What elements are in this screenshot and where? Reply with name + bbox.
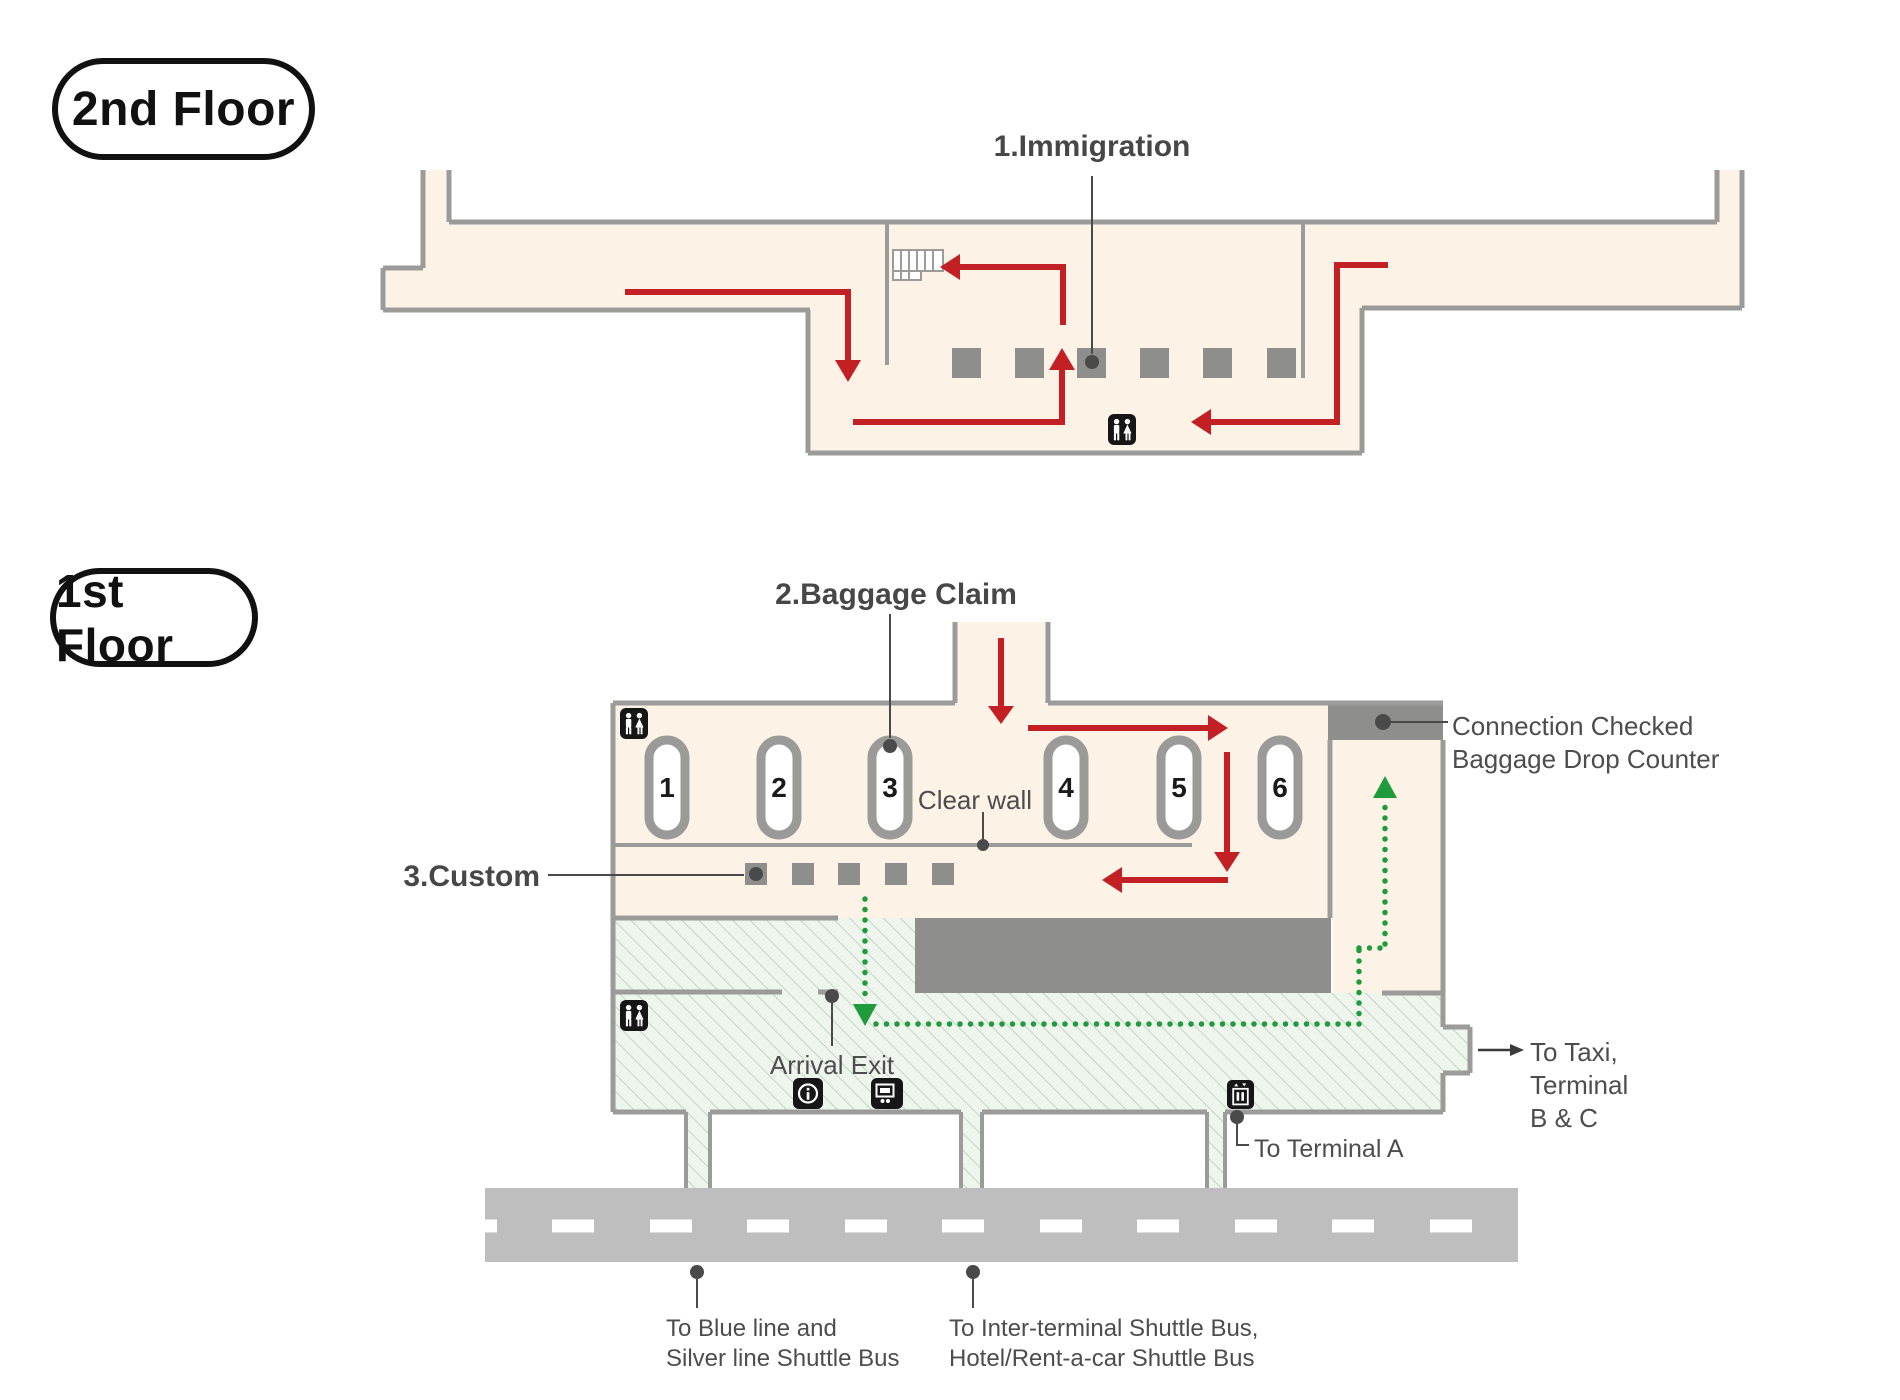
exit-bridges [684, 1112, 1227, 1188]
customs-booths [745, 863, 954, 885]
carousel-number-2: 2 [771, 772, 787, 803]
road [485, 1188, 1518, 1262]
immigration-hall-walls [885, 224, 1305, 378]
carousel-number-6: 6 [1272, 772, 1288, 803]
bus-blue-silver-line2: Silver line Shuttle Bus [666, 1345, 900, 1372]
taxi-arrow [1478, 1044, 1524, 1056]
taxi-line3: B & C [1530, 1103, 1598, 1133]
elevator-icon [1227, 1080, 1254, 1109]
first-floor-pill: 1st Floor [50, 565, 258, 671]
taxi-line1: To Taxi, [1530, 1037, 1618, 1067]
restroom-icon [620, 1000, 648, 1031]
arrow-heads-1f [988, 706, 1240, 893]
baggage-claim-label: 2.Baggage Claim [775, 578, 1017, 611]
connection-route-green [862, 795, 1388, 1027]
first-floor-walls [610, 622, 1473, 1115]
terminal-a-label: To Terminal A [1254, 1135, 1404, 1163]
second-floor-walls [380, 170, 1745, 456]
carousel-number-5: 5 [1171, 772, 1187, 803]
second-floor-plan [380, 170, 1745, 456]
restroom-icon [1108, 414, 1136, 445]
carousel-number-1: 1 [659, 772, 675, 803]
ticket-machine-icon [871, 1078, 903, 1109]
bus-blue-silver-line1: To Blue line and [666, 1315, 837, 1342]
road-lane-dashes [485, 1219, 1472, 1233]
restroom-icon [620, 708, 648, 739]
arrow-heads-2f [835, 254, 1211, 435]
second-floor-area [383, 170, 1742, 453]
bus-blue-silver-label: To Blue line and Silver line Shuttle Bus [666, 1314, 899, 1374]
baggage-handling-block [915, 918, 1331, 993]
green-arrow-heads [853, 776, 1397, 1026]
bus-interterminal-line2: Hotel/Rent-a-car Shuttle Bus [949, 1345, 1255, 1372]
arrival-exit-label: Arrival Exit [769, 1050, 895, 1080]
stairs-icon [892, 249, 944, 281]
carousel-number-4: 4 [1058, 772, 1074, 803]
second-floor-pill: 2nd Floor [52, 58, 315, 160]
connection-counter-line2: Baggage Drop Counter [1452, 744, 1720, 774]
first-floor-plan [485, 614, 1524, 1308]
arrival-flow-arrows-2f [625, 262, 1388, 425]
clear-wall-label: Clear wall [917, 785, 1033, 815]
arrival-flow-arrows-1f [998, 638, 1230, 883]
leader-dots [690, 714, 1391, 1279]
immigration-booths [952, 348, 1296, 378]
connection-counter-line1: Connection Checked [1452, 711, 1694, 741]
carousel-number-3: 3 [882, 772, 898, 803]
leader-lines [548, 614, 1448, 1308]
connection-counter-label: Connection Checked Baggage Drop Counter [1452, 710, 1719, 776]
immigration-label: 1.Immigration [993, 130, 1191, 163]
taxi-label: To Taxi, Terminal B & C [1530, 1036, 1628, 1135]
custom-label: 3.Custom [403, 860, 540, 893]
taxi-line2: Terminal [1530, 1070, 1629, 1100]
information-icon [793, 1078, 823, 1109]
baggage-carousels [644, 735, 1303, 840]
immigration-leader-dot [1085, 355, 1099, 369]
bus-interterminal-label: To Inter-terminal Shuttle Bus, Hotel/Ren… [949, 1314, 1258, 1374]
bus-interterminal-line1: To Inter-terminal Shuttle Bus, [949, 1315, 1259, 1342]
